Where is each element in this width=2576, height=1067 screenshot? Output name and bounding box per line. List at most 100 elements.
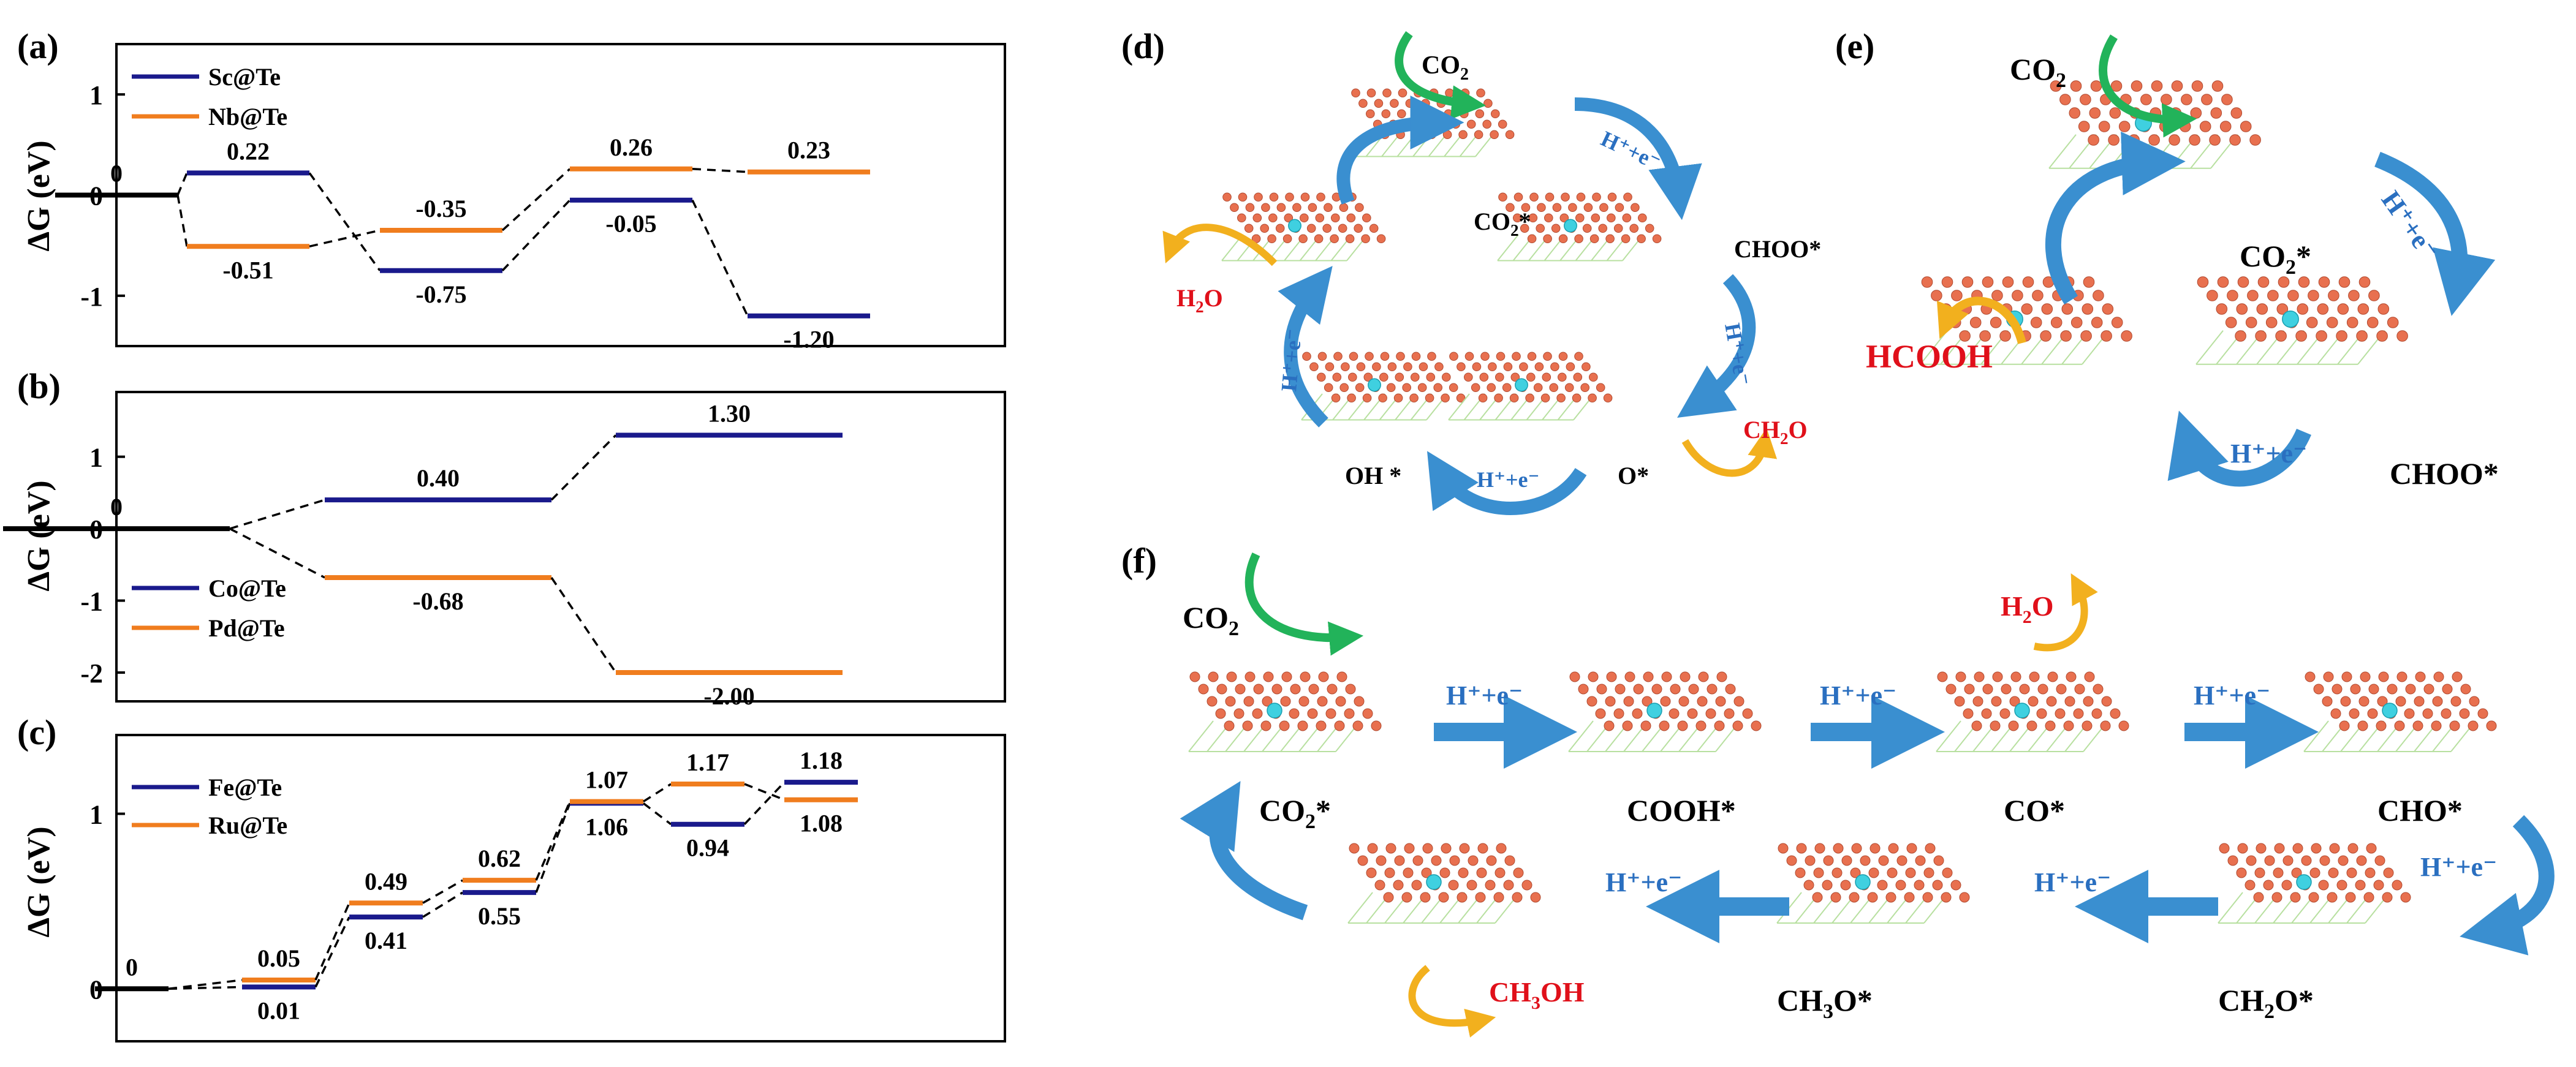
atom	[1803, 880, 1814, 891]
atom	[1376, 234, 1386, 244]
atom	[2019, 684, 2030, 695]
atom	[1468, 855, 1479, 866]
atom	[1309, 362, 1319, 372]
atom	[1840, 880, 1851, 891]
atom	[2254, 867, 2265, 878]
atom	[1494, 867, 1506, 878]
atom	[1398, 88, 1407, 98]
atom	[2089, 107, 2101, 119]
atom	[1982, 276, 1994, 288]
atom	[2047, 671, 2058, 682]
atom	[2101, 330, 2112, 342]
atom	[2181, 94, 2192, 105]
atom	[1411, 352, 1421, 361]
atom	[1832, 867, 1843, 878]
atom	[1331, 393, 1341, 403]
atom	[1955, 671, 1966, 682]
atom	[1680, 671, 1691, 682]
atom	[1366, 88, 1376, 98]
level-value-label: 0.55	[478, 902, 521, 930]
atom	[1999, 708, 2010, 719]
level-value-label: 0.94	[686, 834, 729, 862]
atom	[2383, 867, 2394, 878]
atom	[1478, 393, 1488, 403]
atom	[1981, 708, 1992, 719]
atom	[1426, 372, 1436, 382]
atom	[2278, 276, 2290, 288]
atom	[1687, 708, 1698, 719]
atom	[1341, 362, 1350, 372]
atom	[1290, 684, 1301, 695]
atom	[2084, 671, 2095, 682]
atom	[1905, 867, 1916, 878]
atom	[2109, 107, 2121, 119]
step-f-4: H⁺+e⁻	[2420, 852, 2497, 882]
atom	[1496, 352, 1506, 361]
atom	[2441, 708, 2452, 719]
level-value-label: 0.40	[417, 464, 460, 492]
atom	[1512, 352, 1521, 361]
atom	[2282, 855, 2294, 866]
atom	[1269, 192, 1279, 202]
atom	[2360, 671, 2371, 682]
connector-line	[550, 577, 617, 674]
atom	[1999, 330, 2011, 342]
atom	[1475, 892, 1486, 903]
atom	[1588, 671, 1599, 682]
atom	[2404, 708, 2415, 719]
atom	[2432, 696, 2443, 707]
atom	[2486, 720, 2497, 731]
atom	[2460, 684, 2471, 695]
atom	[1561, 192, 1570, 202]
atom	[1445, 88, 1454, 98]
atom	[1595, 708, 1606, 719]
atom	[1527, 352, 1537, 361]
atom	[2229, 134, 2241, 146]
atom	[2357, 720, 2368, 731]
atom	[1385, 843, 1396, 854]
atom	[1487, 383, 1496, 393]
atom	[2036, 708, 2047, 719]
legend-label: Fe@Te	[208, 774, 282, 801]
atom	[1401, 892, 1412, 903]
atom	[1813, 867, 1824, 878]
atom	[2287, 290, 2299, 301]
atom	[2357, 303, 2370, 315]
atom	[2074, 684, 2085, 695]
atom	[1588, 393, 1597, 403]
dopant-atom	[1646, 703, 1662, 718]
atom	[2330, 708, 2341, 719]
atom	[2267, 290, 2279, 301]
atom	[1496, 843, 1507, 854]
atom	[2433, 671, 2444, 682]
atom	[1660, 696, 1671, 707]
atom	[1576, 192, 1586, 202]
atom	[1596, 684, 1607, 695]
atom	[2349, 708, 2360, 719]
atom	[2449, 720, 2460, 731]
atom	[1349, 352, 1358, 361]
legend-label: Sc@Te	[208, 63, 281, 91]
atom	[2477, 708, 2488, 719]
atom	[1950, 880, 1961, 891]
atom	[2275, 330, 2287, 342]
atom	[2080, 330, 2092, 342]
atom	[1441, 393, 1450, 403]
panel-label-e: (e)	[1835, 26, 1874, 66]
dopant-atom	[2014, 703, 2030, 718]
atom	[1513, 192, 1523, 202]
atom	[1921, 276, 1933, 288]
atom	[1442, 130, 1452, 140]
atom	[2382, 892, 2393, 903]
atom	[1867, 892, 1878, 903]
atom	[2022, 276, 2034, 288]
atom	[1365, 352, 1374, 361]
dopant-atom	[1564, 219, 1577, 233]
atom	[1558, 234, 1568, 244]
arrow-d-left-side	[1278, 266, 1333, 428]
atom	[1640, 720, 1651, 731]
slab-d-bottom-left	[1301, 352, 1466, 421]
atom	[1550, 362, 1559, 372]
atom	[2100, 720, 2111, 731]
atom	[1705, 708, 1716, 719]
